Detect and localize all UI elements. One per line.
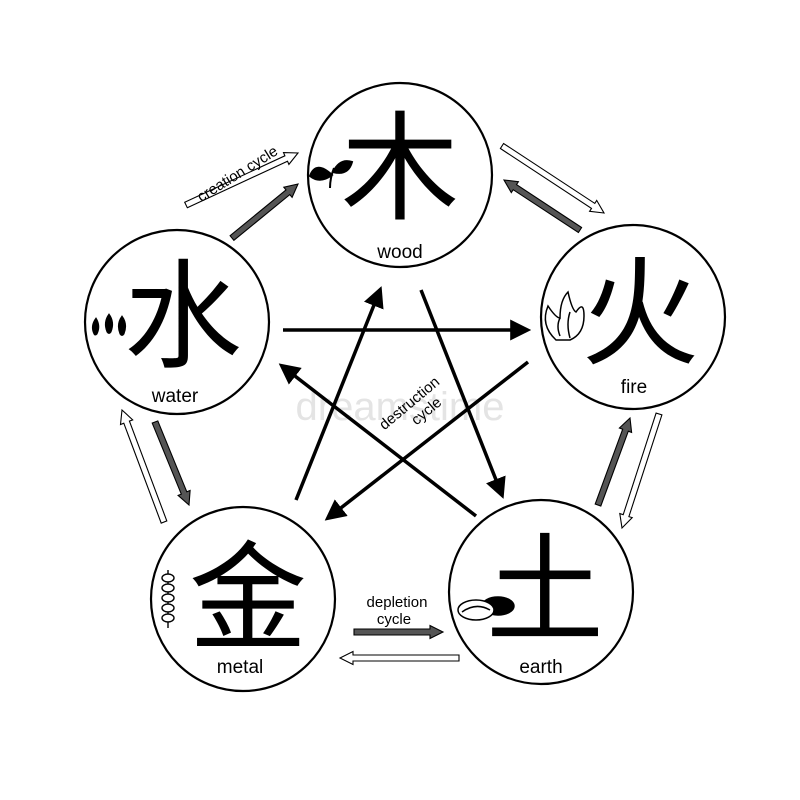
element-earth: 土 earth: [447, 498, 635, 686]
wood-character: 木: [341, 100, 459, 238]
element-wood: 木 wood: [306, 81, 494, 269]
depletion-arrow-wood-water: [229, 183, 299, 242]
depletion-arrow-earth-fire: [594, 416, 633, 507]
destruction-arrow-metal-wood: [294, 286, 384, 501]
fire-circle: [539, 223, 727, 411]
creation-arrow-water-wood: [183, 152, 300, 209]
creation-arrow-fire-earth: [619, 412, 663, 530]
creation-arrow-wood-fire: [499, 142, 606, 214]
element-metal: 金 metal: [149, 505, 337, 693]
stones-icon: [457, 596, 515, 621]
destruction-arrow-fire-metal: [324, 360, 530, 521]
element-water: 水 water: [83, 228, 271, 416]
depletion-cycle-label: depletion cycle: [367, 594, 428, 628]
water-circle: [83, 228, 271, 416]
earth-character: 土: [486, 522, 604, 660]
wood-label: wood: [376, 242, 422, 263]
sprout-icon: [308, 160, 354, 189]
outer-cycle-arrows: [119, 142, 663, 666]
fire-character: 火: [581, 245, 699, 383]
earth-label: earth: [519, 657, 562, 678]
creation-label: creation cycle: [194, 143, 281, 206]
water-label: water: [151, 386, 199, 407]
earth-circle: [447, 498, 635, 686]
fire-label: fire: [621, 377, 647, 398]
water-character: 水: [124, 248, 242, 386]
depletion-arrow-water-metal: [151, 420, 191, 507]
element-fire: 火 fire: [539, 223, 727, 411]
depletion-label-line1: depletion: [367, 594, 428, 611]
coins-icon: [161, 570, 175, 628]
depletion-arrow-metal-earth: [353, 624, 445, 640]
droplets-icon: [91, 313, 127, 336]
depletion-label-line2: cycle: [377, 611, 411, 628]
flame-icon: [544, 290, 585, 341]
metal-circle: [149, 505, 337, 693]
destruction-cycle-arrows: [278, 286, 532, 521]
depletion-arrow-fire-wood: [502, 179, 583, 234]
creation-arrow-metal-water: [119, 408, 168, 524]
destruction-arrow-earth-water: [278, 363, 478, 518]
metal-label: metal: [217, 657, 263, 678]
creation-cycle-label: creation cycle: [194, 143, 281, 206]
wood-circle: [306, 81, 494, 269]
creation-arrow-earth-metal: [338, 650, 460, 666]
metal-character: 金: [189, 530, 307, 668]
destruction-arrow-wood-earth: [419, 289, 506, 499]
